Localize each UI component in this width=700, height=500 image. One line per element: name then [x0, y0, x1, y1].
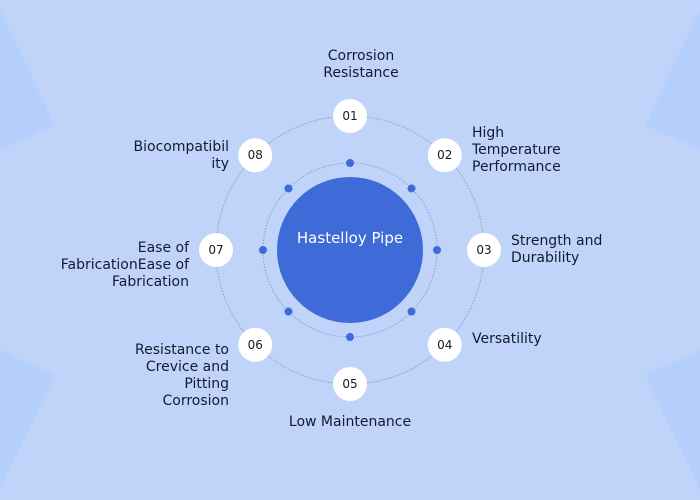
number-badge: [427, 138, 462, 173]
ring-dot: [407, 307, 416, 316]
ring-dot: [284, 184, 293, 193]
number-badge: [333, 99, 367, 133]
ring-dot: [284, 307, 293, 316]
item-number: 02: [437, 148, 452, 162]
item-number: 08: [248, 148, 263, 162]
item-label: Versatility: [472, 331, 542, 347]
item-number: 05: [342, 377, 357, 391]
number-badge: [238, 138, 273, 173]
number-badge: [199, 233, 233, 267]
number-badge: [427, 327, 462, 362]
item-number: 06: [248, 338, 263, 352]
item-number: 04: [437, 338, 452, 352]
ring-dot: [346, 333, 354, 341]
background-shapes: [0, 10, 700, 490]
inner-dots: [259, 159, 441, 341]
ring-dot: [346, 159, 354, 167]
ring-dot: [407, 184, 416, 193]
item-label: Low Maintenance: [289, 414, 411, 430]
ring-dot: [259, 246, 267, 254]
item-number: 07: [208, 243, 223, 257]
center-title: Hastelloy Pipe: [297, 229, 403, 247]
number-badge: [467, 233, 501, 267]
number-badge: [333, 367, 367, 401]
item-number: 03: [476, 243, 491, 257]
number-badge: [238, 327, 273, 362]
ring-dot: [433, 246, 441, 254]
feature-item-04: 04 Versatility: [427, 327, 542, 362]
item-number: 01: [342, 109, 357, 123]
center-circle: [277, 177, 423, 323]
